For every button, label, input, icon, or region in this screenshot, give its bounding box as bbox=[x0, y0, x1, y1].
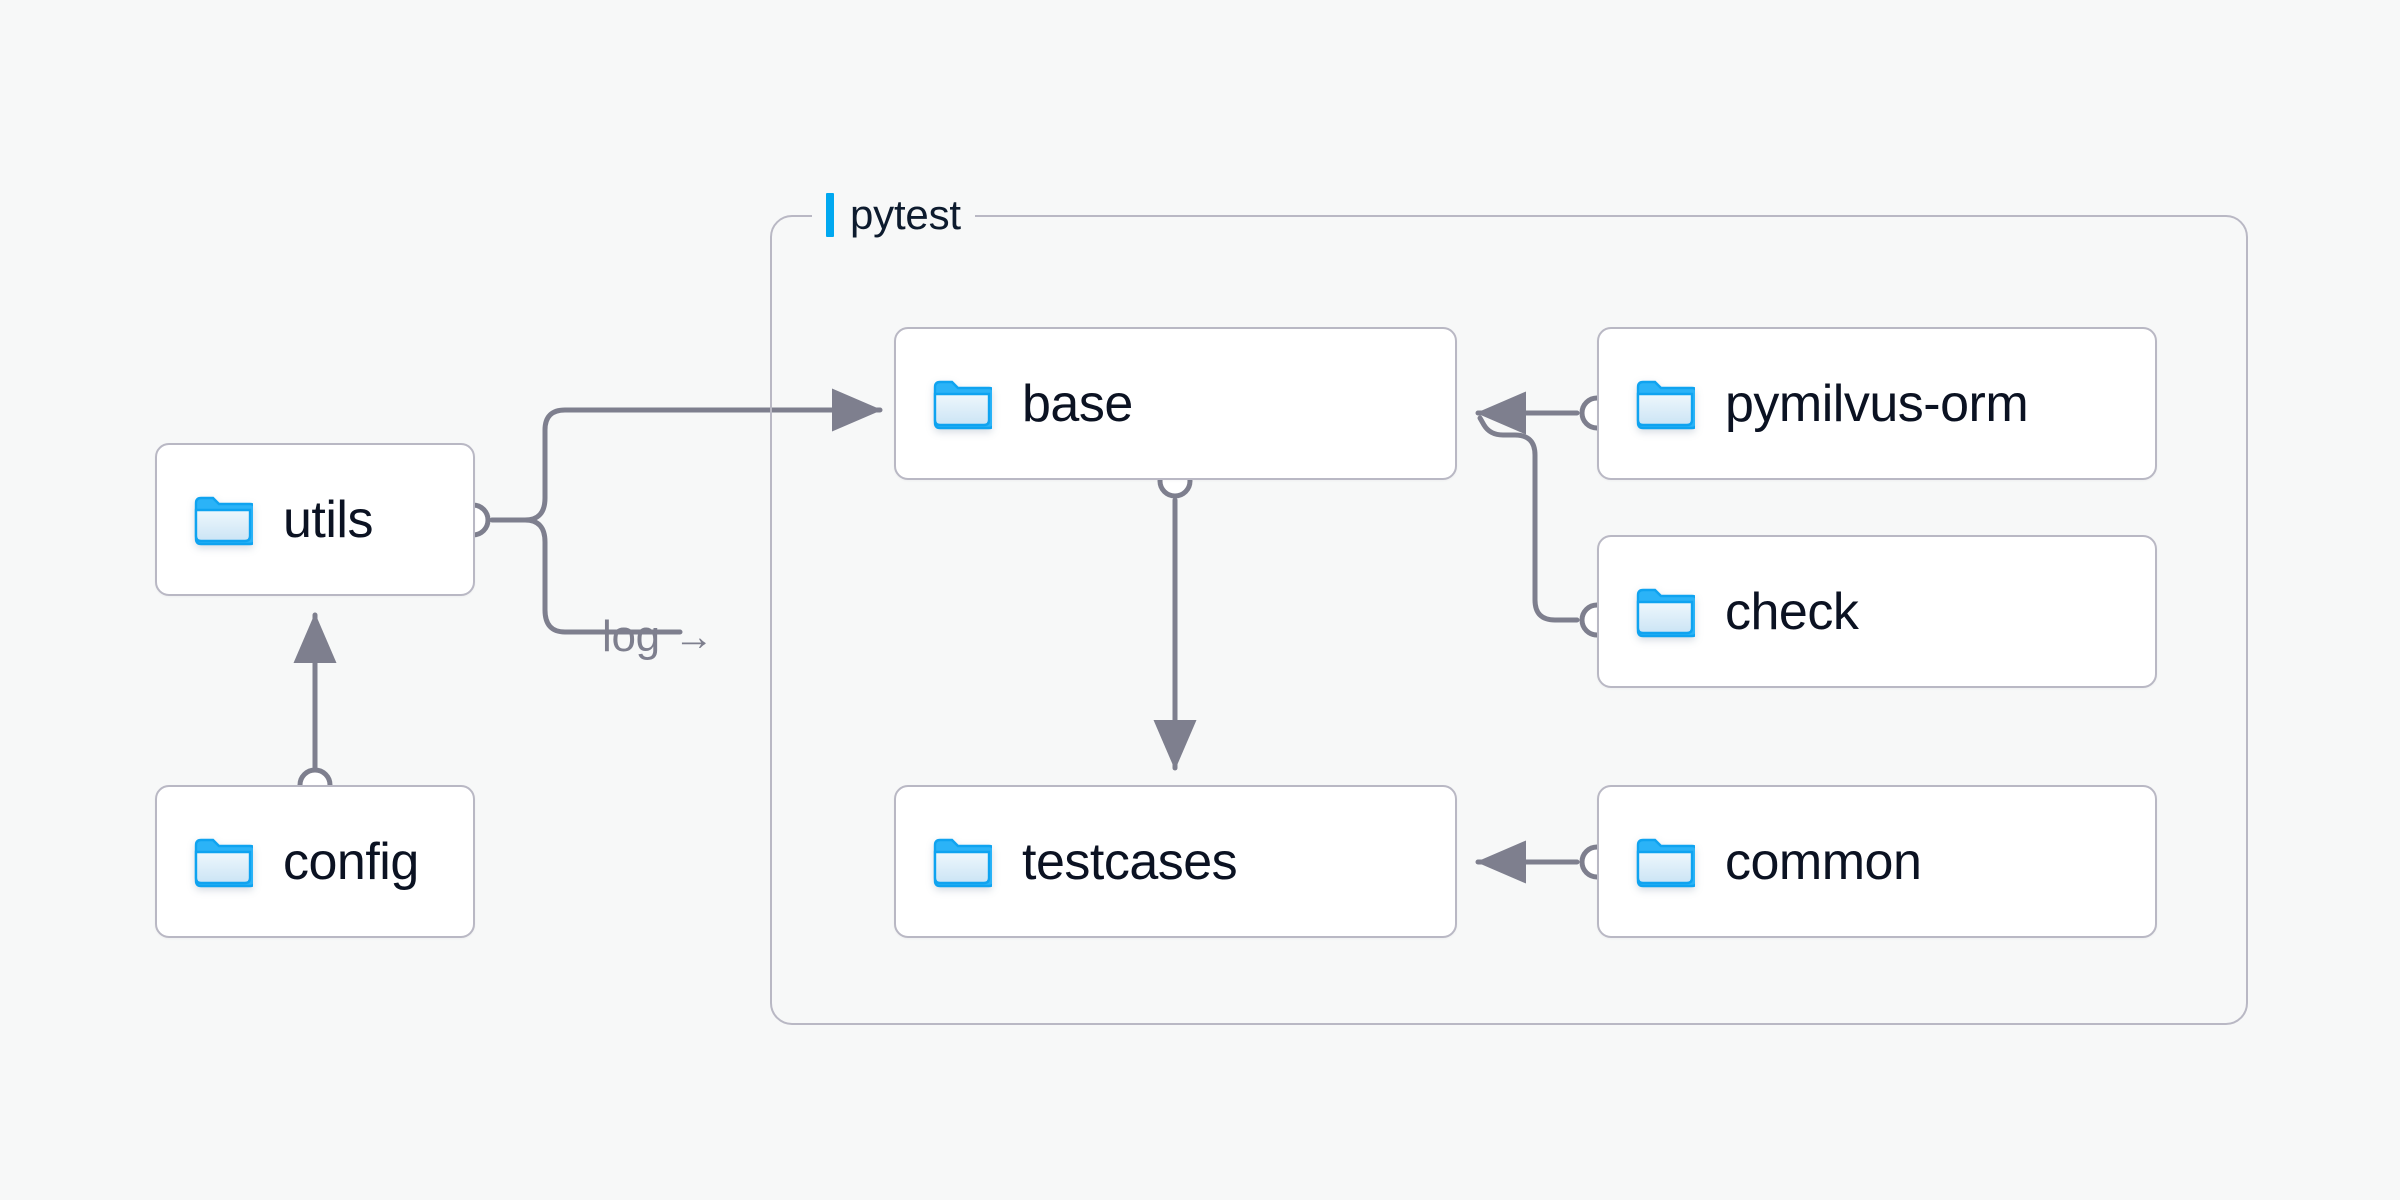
arrow-right-icon: → bbox=[673, 615, 714, 659]
folder-icon bbox=[932, 835, 996, 889]
node-check[interactable]: check bbox=[1597, 535, 2157, 688]
node-config[interactable]: config bbox=[155, 785, 475, 938]
edge-label-text: log bbox=[602, 612, 660, 661]
node-label: base bbox=[1022, 374, 1133, 433]
node-common[interactable]: common bbox=[1597, 785, 2157, 938]
node-utils[interactable]: utils bbox=[155, 443, 475, 596]
node-label: testcases bbox=[1022, 832, 1238, 891]
folder-icon bbox=[193, 493, 257, 547]
node-label: pymilvus-orm bbox=[1725, 374, 2029, 433]
folder-icon bbox=[193, 835, 257, 889]
group-title: pytest bbox=[850, 191, 961, 238]
folder-icon bbox=[1635, 835, 1699, 889]
node-label: utils bbox=[283, 490, 373, 549]
edge-label-log: log → bbox=[602, 612, 714, 662]
node-label: check bbox=[1725, 582, 1859, 641]
node-testcases[interactable]: testcases bbox=[894, 785, 1457, 938]
node-pymilvus-orm[interactable]: pymilvus-orm bbox=[1597, 327, 2157, 480]
folder-icon bbox=[1635, 377, 1699, 431]
folder-icon bbox=[932, 377, 996, 431]
folder-icon bbox=[1635, 585, 1699, 639]
node-label: common bbox=[1725, 832, 1922, 891]
group-accent-bar bbox=[826, 193, 834, 237]
node-base[interactable]: base bbox=[894, 327, 1457, 480]
group-container-pytest bbox=[770, 215, 2248, 1025]
node-label: config bbox=[283, 832, 419, 891]
group-label-pytest: pytest bbox=[812, 187, 975, 243]
